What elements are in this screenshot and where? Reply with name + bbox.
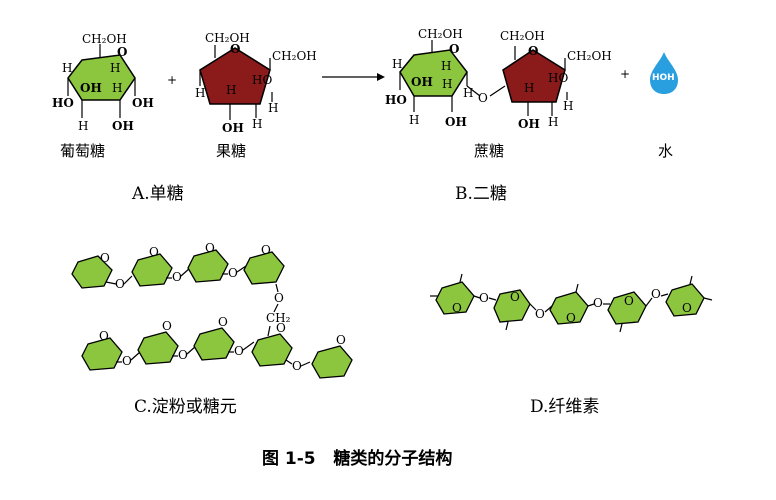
glucose-h3: H xyxy=(112,81,122,95)
sucrose-ring-o-1: O xyxy=(449,42,459,56)
cellulose-o: O xyxy=(682,301,692,315)
cellulose-link-o: O xyxy=(651,287,661,301)
glucose-h2: H xyxy=(110,61,120,75)
starch-o: O xyxy=(162,319,172,333)
sucrose-h-a: H xyxy=(392,57,402,71)
plus-sign-2: + xyxy=(620,67,630,81)
fructose-h-inner: H xyxy=(226,83,236,97)
sucrose-ho: HO xyxy=(385,93,407,107)
starch-link-o: O xyxy=(172,270,182,284)
sucrose-ring-o-2: O xyxy=(528,44,538,58)
cellulose-o: O xyxy=(624,294,634,308)
fructose-ring-o: O xyxy=(230,42,240,56)
sucrose-h-f: H xyxy=(563,99,573,113)
glucose-ring-o: O xyxy=(117,45,127,59)
reaction-arrow xyxy=(322,73,385,81)
starch-o: O xyxy=(205,241,215,255)
starch-link-o: O xyxy=(234,344,244,358)
glucose-ho1: HO xyxy=(52,96,74,110)
starch-branch-o: O xyxy=(274,291,284,305)
sucrose-oh-bottom-2: OH xyxy=(518,117,540,131)
caption-b: B.二糖 xyxy=(455,184,507,204)
starch-link-o: O xyxy=(122,354,132,368)
sucrose-oh-mid: OH xyxy=(411,75,433,89)
glucose-oh-right: OH xyxy=(132,96,154,110)
sucrose-h-d: H xyxy=(409,113,419,127)
starch-o: O xyxy=(99,329,109,343)
fructose-ch2oh-right: CH₂OH xyxy=(272,49,317,63)
sucrose-structure: CH₂OH O H HO H OH H H OH H O O CH₂OH CH₂… xyxy=(385,27,612,131)
sucrose-ch2oh-2: CH₂OH xyxy=(500,29,545,43)
sucrose-label: 蔗糖 xyxy=(474,142,504,160)
sucrose-h-b: H xyxy=(441,59,451,73)
glucose-h4: H xyxy=(78,119,88,133)
fructose-oh-bottom: OH xyxy=(222,121,244,135)
fructose-structure: O CH₂OH CH₂OH HO H H H OH H xyxy=(195,31,317,135)
water-formula: HOH xyxy=(652,73,675,83)
fructose-ch2oh-left: CH₂OH xyxy=(205,31,250,45)
starch-o: O xyxy=(276,321,286,335)
sucrose-ch2oh-1: CH₂OH xyxy=(418,27,463,41)
starch-o: O xyxy=(261,243,271,257)
caption-c: C.淀粉或糖元 xyxy=(134,397,237,417)
sucrose-glucose-ring xyxy=(399,49,468,97)
plus-sign-1: + xyxy=(167,73,177,87)
starch-link-o: O xyxy=(115,277,125,291)
cellulose-o: O xyxy=(566,311,576,325)
caption-d: D.纤维素 xyxy=(530,397,599,417)
caption-a: A.单糖 xyxy=(131,184,184,204)
sucrose-ho-inner: HO xyxy=(548,71,568,85)
glucose-oh-mid: OH xyxy=(80,81,102,95)
fructose-label: 果糖 xyxy=(216,142,246,160)
cellulose-link-o: O xyxy=(593,296,603,310)
glucose-oh-bottom: OH xyxy=(112,119,134,133)
sucrose-h-inner: H xyxy=(524,81,534,95)
starch-top-chain: O O O O O O O O CH₂ xyxy=(71,241,291,337)
figure-caption: 图 1-5 糖类的分子结构 xyxy=(262,448,452,469)
fructose-ring xyxy=(199,47,271,105)
starch-o: O xyxy=(100,251,110,265)
starch-branch-ch2: CH₂ xyxy=(266,311,291,325)
starch-link-o: O xyxy=(292,359,302,373)
starch-o: O xyxy=(218,315,228,329)
starch-o: O xyxy=(336,333,346,347)
cellulose-link-o: O xyxy=(479,291,489,305)
cellulose-link-o: O xyxy=(535,307,545,321)
sucrose-bridge-o: O xyxy=(478,91,488,105)
sucrose-ch2oh-3: CH₂OH xyxy=(567,49,612,63)
sucrose-oh-bottom-1: OH xyxy=(445,115,467,129)
sucrose-fructose-ring xyxy=(502,49,566,103)
glucose-structure: CH₂OH O H HO H OH H OH H OH xyxy=(52,32,154,133)
glucose-label: 葡萄糖 xyxy=(60,142,105,160)
water-drop-icon: HOH xyxy=(650,52,678,94)
fructose-ho-inner: HO xyxy=(252,73,272,87)
sucrose-h-c: H xyxy=(442,77,452,91)
starch-bottom-chain: O O O O O O O O O xyxy=(81,315,353,379)
fructose-h-right: H xyxy=(268,101,278,115)
sucrose-h-g: H xyxy=(548,115,558,129)
glucose-ch2oh: CH₂OH xyxy=(82,32,127,46)
sucrose-h-e: H xyxy=(463,86,473,100)
fructose-h-left: H xyxy=(195,86,205,100)
cellulose-o: O xyxy=(510,290,520,304)
cellulose-structure: O O O O O O O O O xyxy=(430,273,713,333)
glucose-h1: H xyxy=(62,61,72,75)
starch-link-o: O xyxy=(228,266,238,280)
starch-o: O xyxy=(149,245,159,259)
cellulose-o: O xyxy=(452,301,462,315)
water-label: 水 xyxy=(658,142,673,160)
starch-structure: O O O O O O O O CH₂ O O xyxy=(71,241,353,379)
fructose-h-bottom: H xyxy=(252,117,262,131)
starch-link-o: O xyxy=(178,348,188,362)
